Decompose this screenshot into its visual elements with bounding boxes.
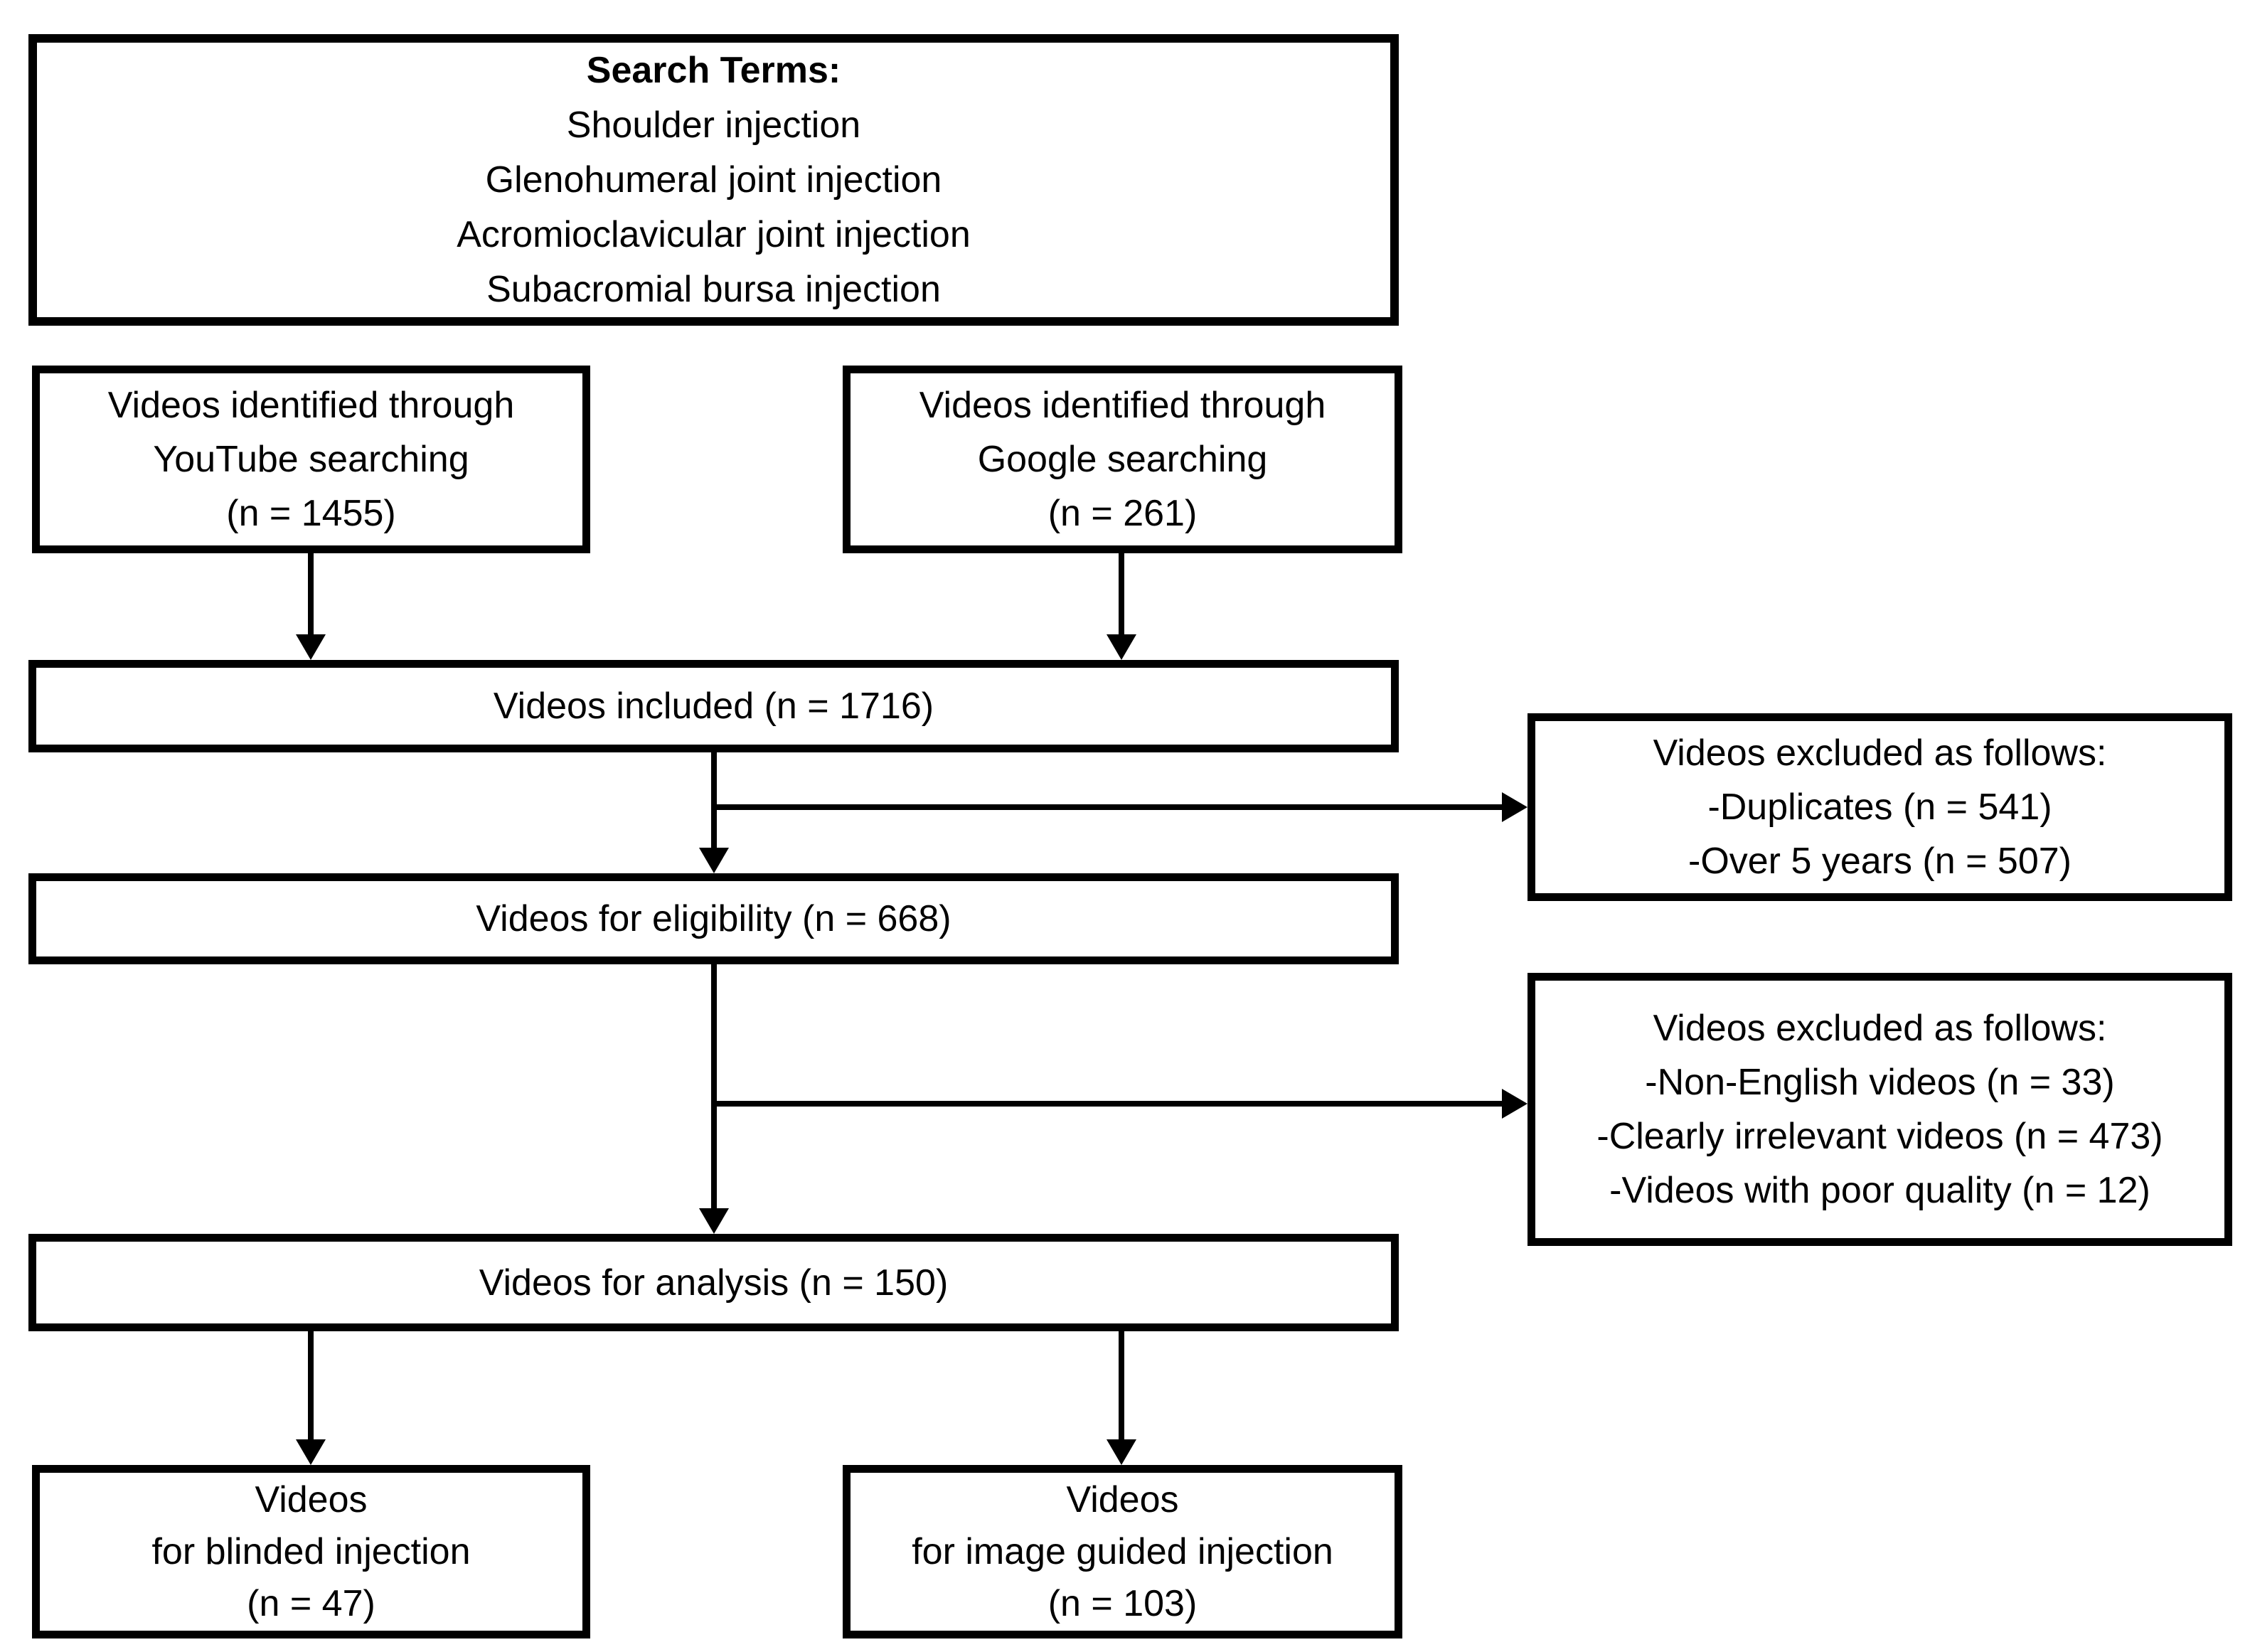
box-google-source: Videos identified through Google searchi… [843,366,1402,553]
box-videos-included: Videos included (n = 1716) [28,660,1399,752]
box-line: Videos for eligibility (n = 668) [476,898,951,939]
box-line: for image guided injection [912,1530,1333,1572]
connector-included-to-eligibility [711,752,717,849]
arrowhead-down-icon [296,1439,326,1465]
box-line: Videos excluded as follows: [1653,1008,2107,1049]
search-terms-title: Search Terms: [586,49,841,91]
box-line: Videos for analysis (n = 150) [479,1262,949,1304]
box-line: Videos [1066,1478,1179,1520]
box-videos-for-analysis: Videos for analysis (n = 150) [28,1234,1399,1331]
box-line: Google searching [977,439,1268,480]
arrowhead-right-icon [1502,1089,1527,1119]
arrowhead-down-icon [699,848,729,873]
exclusion-reason: -Duplicates (n = 541) [1707,787,2052,828]
box-line: Videos [255,1478,368,1520]
box-videos-excluded-first: Videos excluded as follows: -Duplicates … [1527,713,2232,901]
exclusion-reason: -Non-English videos (n = 33) [1645,1062,2115,1103]
box-count: (n = 1455) [226,493,396,534]
box-line: for blinded injection [151,1530,471,1572]
connector-youtube-to-included [308,553,314,636]
box-count: (n = 47) [247,1582,375,1624]
connector-analysis-to-blinded [308,1331,314,1439]
connector-google-to-included [1119,553,1124,636]
box-videos-blinded-injection: Videos for blinded injection (n = 47) [32,1465,590,1638]
box-line: Videos identified through [107,385,515,426]
connector-eligibility-to-excluded-second [714,1101,1503,1107]
exclusion-reason: -Clearly irrelevant videos (n = 473) [1596,1116,2163,1157]
connector-analysis-to-image-guided [1119,1331,1124,1439]
search-term-line: Acromioclavicular joint injection [457,213,971,255]
search-term-line: Glenohumeral joint injection [485,159,942,201]
exclusion-reason: -Over 5 years (n = 507) [1688,841,2072,882]
arrowhead-down-icon [296,634,326,660]
arrowhead-down-icon [1107,634,1136,660]
exclusion-reason: -Videos with poor quality (n = 12) [1609,1170,2150,1211]
box-count: (n = 103) [1047,1582,1198,1624]
connector-included-to-excluded-first [714,804,1503,810]
connector-eligibility-to-analysis [711,964,717,1210]
box-youtube-source: Videos identified through YouTube search… [32,366,590,553]
box-search-terms: Search Terms: Shoulder injection Glenohu… [28,34,1399,326]
box-videos-for-eligibility: Videos for eligibility (n = 668) [28,873,1399,964]
box-count: (n = 261) [1047,493,1198,534]
arrowhead-down-icon [699,1208,729,1234]
box-videos-excluded-second: Videos excluded as follows: -Non-English… [1527,973,2232,1246]
search-term-line: Shoulder injection [566,104,861,146]
box-videos-image-guided-injection: Videos for image guided injection (n = 1… [843,1465,1402,1638]
search-term-line: Subacromial bursa injection [486,268,941,310]
box-line: Videos included (n = 1716) [493,686,934,727]
arrowhead-right-icon [1502,792,1527,822]
box-line: YouTube searching [153,439,469,480]
box-line: Videos excluded as follows: [1653,732,2107,774]
box-line: Videos identified through [919,385,1326,426]
arrowhead-down-icon [1107,1439,1136,1465]
